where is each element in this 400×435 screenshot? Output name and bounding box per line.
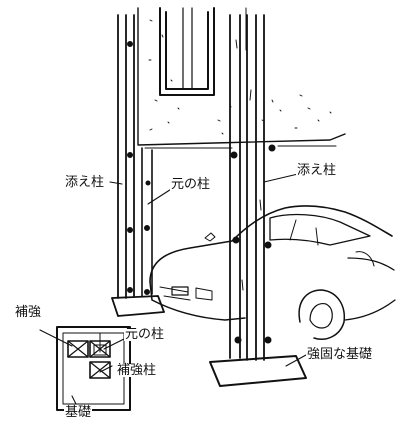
building-wall: [137, 7, 346, 146]
label-reinforcing-post: 補強柱: [116, 363, 158, 378]
label-left-sister-post: 添え柱: [64, 175, 106, 190]
inset-plan-detail: [56, 326, 131, 411]
garage-opening: [144, 145, 337, 149]
right-post-assembly: [209, 14, 307, 387]
left-post-assembly: [111, 14, 165, 317]
label-foundation: 基礎: [64, 405, 93, 420]
label-original-post-inset: 元の柱: [124, 327, 166, 342]
label-reinforcement: 補強: [14, 305, 43, 320]
car: [149, 205, 396, 340]
label-strong-foundation: 強固な基礎: [306, 347, 374, 362]
window: [159, 7, 215, 96]
label-right-sister-post: 添え柱: [296, 163, 338, 178]
label-original-post-center: 元の柱: [170, 177, 212, 192]
